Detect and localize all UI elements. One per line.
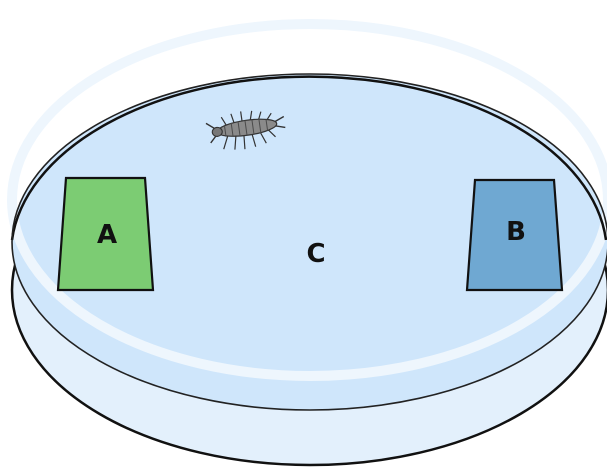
dish-liquid [12,74,607,410]
zone-c-label: C [306,239,325,269]
dish-water-line [11,73,607,411]
zone-a-label: A [97,220,117,250]
dish-lid-outline [10,75,607,241]
zone-a-box [56,176,155,292]
zone-b-label: B [506,217,526,247]
woodlouse-icon [205,110,286,150]
zone-b-box [465,178,564,292]
dish-rim-band [7,19,607,381]
